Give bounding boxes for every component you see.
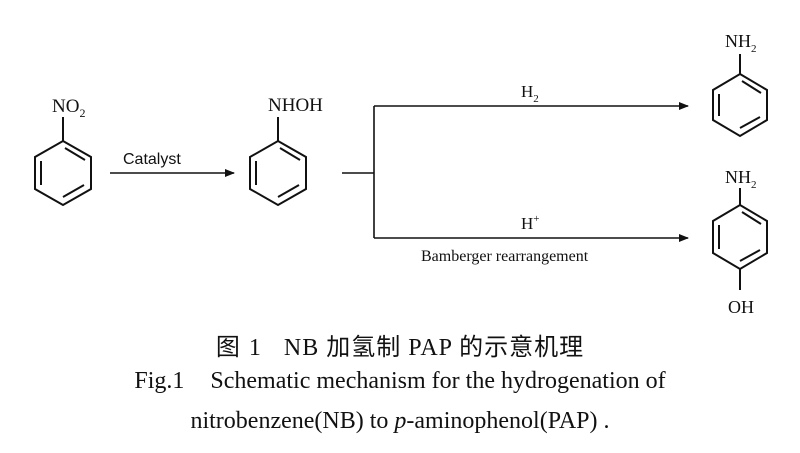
- ring-double-bond: [279, 147, 301, 161]
- benzene-ring: [249, 117, 307, 207]
- benzene-ring: [34, 117, 92, 207]
- benzene-ring: [712, 188, 768, 290]
- reaction-scheme: NO2 Catalyst NHOH H2 H+ Bamberger rearra…: [34, 31, 768, 317]
- hydroxyl-group-label: OH: [728, 297, 754, 317]
- caption-text: nitrobenzene(NB) to: [190, 408, 395, 434]
- caption-fig-number: 1: [248, 335, 262, 361]
- caption-text: NB 加氢制 PAP 的示意机理: [283, 335, 585, 361]
- ring-double-bond: [64, 147, 86, 161]
- bamberger-arrow: H+ Bamberger rearrangement: [374, 213, 689, 265]
- h-plus-reagent-label: H+: [521, 213, 540, 233]
- ring-double-bond: [62, 184, 85, 198]
- caption-fig-label: Fig.1: [134, 368, 185, 394]
- ring-double-bond: [741, 80, 762, 94]
- ring-outline: [712, 203, 768, 271]
- ring-outline: [712, 72, 768, 138]
- amino-group-label: NH2: [725, 31, 757, 55]
- ring-double-bond: [739, 249, 761, 262]
- caption-text: -aminophenol(PAP): [406, 408, 598, 434]
- nitro-group-label: NO2: [52, 96, 85, 120]
- caption-italic-p: p: [394, 408, 407, 434]
- aminophenol-molecule: NH2 OH: [712, 167, 768, 317]
- hydroxylamine-group-label: NHOH: [268, 95, 323, 116]
- ring-double-bond: [739, 116, 761, 129]
- aniline-molecule: NH2: [712, 31, 768, 138]
- caption-english-line-1: Fig.1 Schematic mechanism for the hydroge…: [0, 368, 800, 395]
- caption-period: .: [597, 408, 610, 434]
- ring-double-bond: [277, 184, 300, 198]
- branch-connector: [342, 106, 375, 238]
- catalyst-label: Catalyst: [123, 151, 181, 168]
- caption-english-line-2: nitrobenzene(NB) to p-aminophenol(PAP) .: [0, 408, 800, 435]
- ring-outline: [34, 139, 92, 207]
- bamberger-label: Bamberger rearrangement: [421, 248, 589, 265]
- catalyst-arrow: Catalyst: [110, 151, 235, 177]
- h2-reagent-label: H2: [521, 82, 539, 105]
- caption-text: Schematic mechanism for the hydrogenatio…: [210, 368, 666, 394]
- caption-fig-word: 图: [215, 335, 241, 361]
- ring-double-bond: [741, 211, 762, 225]
- benzene-ring: [712, 54, 768, 138]
- hydrogenation-arrow: H2: [374, 82, 689, 110]
- nitrobenzene-molecule: NO2: [34, 96, 92, 207]
- amino-group-label: NH2: [725, 167, 757, 191]
- phenylhydroxylamine-molecule: NHOH: [249, 95, 323, 207]
- ring-outline: [249, 139, 307, 207]
